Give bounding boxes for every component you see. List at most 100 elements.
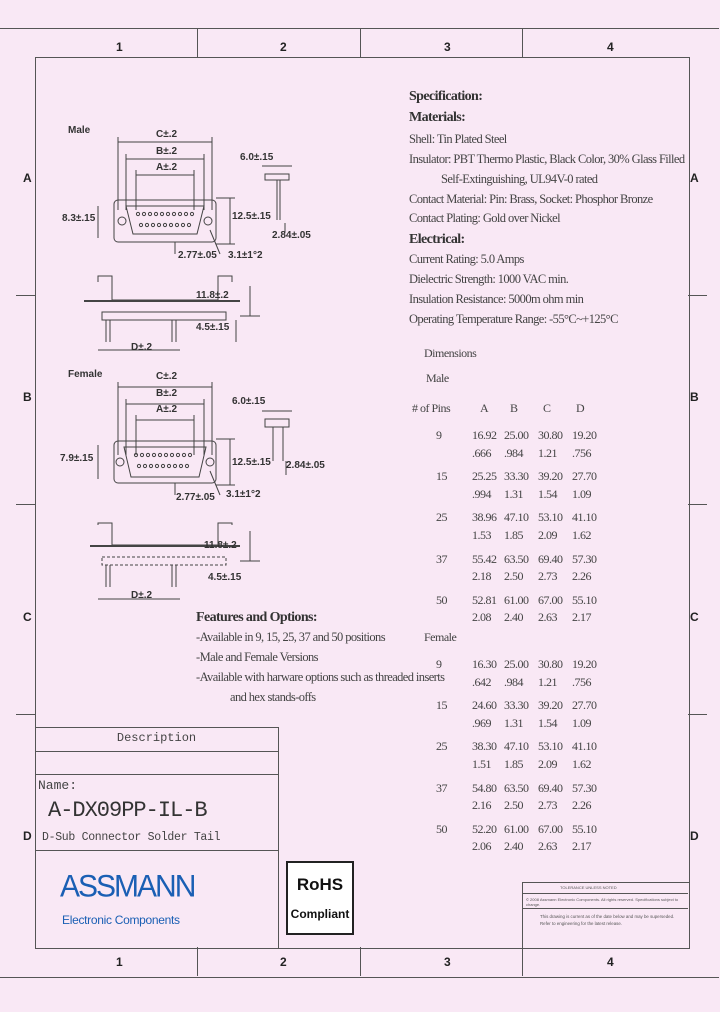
table-cell: 63.50 — [504, 551, 529, 566]
table-cell: 39.20 — [538, 469, 563, 484]
table-cell: 67.00 — [538, 592, 563, 607]
spec-contact-material: Contact Material: Pin: Brass, Socket: Ph… — [409, 192, 653, 206]
table-cell-pins: 50 — [436, 821, 448, 836]
electrical-heading: Electrical: — [409, 232, 465, 247]
table-cell: 41.10 — [572, 510, 597, 525]
spec-title: Specification: — [409, 89, 483, 104]
grid-col-label: 2 — [280, 40, 287, 54]
dim-a-label: A±.2 — [156, 162, 178, 173]
materials-heading: Materials: — [409, 110, 466, 125]
table-cell-pins: 25 — [436, 510, 448, 525]
table-cell: 61.00 — [504, 592, 529, 607]
table-header: C — [543, 401, 551, 415]
table-cell: 67.00 — [538, 821, 563, 836]
table-cell: 55.42 — [472, 551, 497, 566]
table-cell: 52.20 — [472, 821, 497, 836]
table-cell: .756 — [572, 445, 592, 460]
table-cell: 1.54 — [538, 486, 558, 501]
table-cell: 2.63 — [538, 839, 558, 854]
column-divider — [360, 947, 361, 976]
table-cell-pins: 9 — [436, 428, 442, 442]
male-connector-drawing — [84, 137, 292, 351]
table-cell: .756 — [572, 674, 592, 689]
table-cell: 25.25 — [472, 469, 497, 484]
description-label: Description — [116, 731, 197, 745]
female-connector-drawing — [90, 382, 292, 600]
table-cell: 52.81 — [472, 592, 497, 607]
dim-h1-label: 6.0±.15 — [232, 396, 266, 407]
title-block-divider — [35, 751, 278, 752]
grid-col-label: 3 — [444, 40, 451, 54]
dim-w1-label: 8.3±.15 — [62, 213, 96, 224]
table-cell: 53.10 — [538, 739, 563, 754]
table-cell: .969 — [472, 715, 492, 730]
grid-row-label: C — [690, 610, 699, 624]
assmann-tagline: Electronic Components — [62, 913, 180, 927]
female-section-label: Female — [424, 630, 457, 644]
table-cell: 1.31 — [504, 486, 524, 501]
table-cell: 33.30 — [504, 698, 529, 713]
rohs-badge: RoHS Compliant — [286, 861, 354, 935]
dimensions-title: Dimensions — [424, 346, 477, 360]
table-cell: 1.51 — [472, 757, 492, 771]
table-cell: 2.50 — [504, 798, 524, 813]
dim-h3-label: 4.5±.15 — [208, 572, 242, 583]
table-cell: 63.50 — [504, 780, 529, 795]
row-divider — [688, 295, 707, 296]
dim-t1-label: 2.84±.05 — [272, 230, 311, 241]
feature-item: -Male and Female Versions — [196, 650, 318, 664]
table-cell: 2.63 — [538, 610, 558, 625]
spec-insulator: Insulator: PBT Thermo Plastic, Black Col… — [409, 152, 685, 166]
table-cell: 2.17 — [572, 610, 592, 625]
table-cell: 27.70 — [572, 469, 597, 484]
dim-w2-label: 12.5±.15 — [232, 211, 271, 222]
table-cell: 1.31 — [504, 715, 524, 730]
table-cell: 1.62 — [572, 757, 592, 771]
dim-a-label: A±.2 — [156, 404, 178, 415]
spec-temperature: Operating Temperature Range: -55°C~+125°… — [409, 312, 618, 326]
features-title: Features and Options: — [196, 610, 318, 625]
table-cell: 25.00 — [504, 657, 529, 671]
legal-divider — [522, 893, 688, 894]
spec-insulator-cont: Self-Extinguishing, UL94V-0 rated — [441, 172, 598, 186]
table-cell: 2.26 — [572, 798, 592, 813]
grid-row-label: C — [23, 610, 32, 624]
table-cell-pins: 15 — [436, 698, 448, 713]
male-section-label: Male — [426, 371, 449, 385]
table-header: A — [480, 401, 489, 415]
dim-h3-label: 4.5±.15 — [196, 322, 230, 333]
table-cell: 61.00 — [504, 821, 529, 836]
table-cell: 54.80 — [472, 780, 497, 795]
drawing-inner-frame — [35, 57, 690, 949]
table-cell: 2.09 — [538, 757, 558, 771]
table-cell: 1.09 — [572, 715, 592, 730]
grid-col-label: 3 — [444, 955, 451, 969]
dim-b-label: B±.2 — [156, 146, 178, 157]
grid-col-label: 4 — [607, 955, 614, 969]
dim-h1-label: 6.0±.15 — [240, 152, 274, 163]
table-cell: 38.30 — [472, 739, 497, 754]
drawing-notice: This drawing is current as of the date b… — [540, 914, 675, 926]
table-cell: 2.09 — [538, 528, 558, 542]
table-cell: 2.73 — [538, 798, 558, 813]
spec-shell: Shell: Tin Plated Steel — [409, 132, 507, 146]
grid-row-label: D — [23, 829, 32, 843]
row-divider — [16, 295, 35, 296]
table-cell: .666 — [472, 445, 492, 460]
table-cell: 1.21 — [538, 674, 558, 689]
table-cell: 1.53 — [472, 528, 492, 542]
part-number: A-DX09PP-IL-B — [48, 798, 208, 823]
male-view-label: Male — [68, 125, 91, 136]
table-cell-pins: 25 — [436, 739, 448, 754]
row-divider — [688, 504, 707, 505]
table-cell: 30.80 — [538, 657, 563, 671]
table-cell: 30.80 — [538, 428, 563, 442]
name-label: Name: — [38, 778, 78, 793]
column-divider — [522, 28, 523, 57]
legal-block — [522, 882, 689, 948]
table-cell-pins: 9 — [436, 657, 442, 671]
dim-d-label: D±.2 — [131, 342, 153, 353]
grid-row-label: A — [23, 171, 32, 185]
spec-insulation: Insulation Resistance: 5000m ohm min — [409, 292, 584, 306]
row-divider — [688, 714, 707, 715]
